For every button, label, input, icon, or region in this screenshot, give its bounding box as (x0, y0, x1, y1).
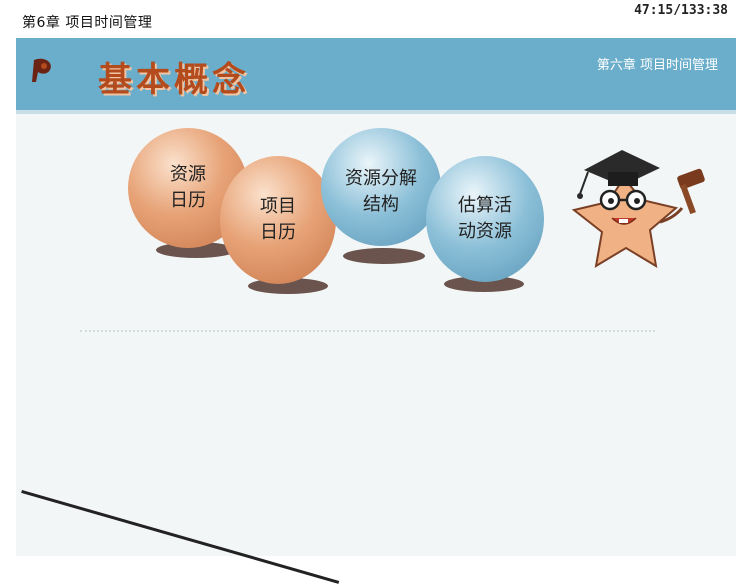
dotted-divider (80, 330, 655, 332)
mascot-professor-icon (571, 150, 684, 268)
gavel-icon (677, 168, 705, 215)
ball-label-line: 项目 (260, 196, 296, 217)
ball-shadow (444, 276, 524, 292)
ball-shadow (343, 248, 425, 264)
ball-label-line: 结构 (363, 194, 399, 215)
concept-ball-project-calendar[interactable]: 项目 日历 (220, 156, 336, 284)
ball-label-line: 日历 (170, 190, 206, 211)
timer-readout: 47:15/133:38 (634, 3, 728, 18)
slide-canvas: 基本概念 第六章 项目时间管理 资源 日历 项目 日历 资源分解 结构 估算活 … (16, 38, 736, 584)
concept-ball-resource-breakdown[interactable]: 资源分解 结构 (321, 128, 441, 246)
concept-ball-estimate-activity-resources[interactable]: 估算活 动资源 (426, 156, 544, 282)
ball-label-line: 日历 (260, 222, 296, 243)
brand-logo-icon (32, 58, 51, 82)
ball-label-line: 资源 (170, 164, 206, 185)
top-bar: 第6章 项目时间管理 47:15/133:38 (0, 0, 736, 38)
slide-subtitle: 第六章 项目时间管理 (596, 58, 718, 73)
ball-label-line: 估算活 (458, 195, 512, 216)
decorative-stroke (21, 490, 340, 584)
title-band: 基本概念 第六章 项目时间管理 (16, 38, 736, 110)
ball-label-line: 资源分解 (345, 168, 417, 189)
title-band-rule (16, 110, 736, 114)
slide-title: 基本概念 (98, 60, 250, 100)
ball-label-line: 动资源 (458, 221, 512, 242)
chapter-title: 第6章 项目时间管理 (22, 15, 153, 31)
